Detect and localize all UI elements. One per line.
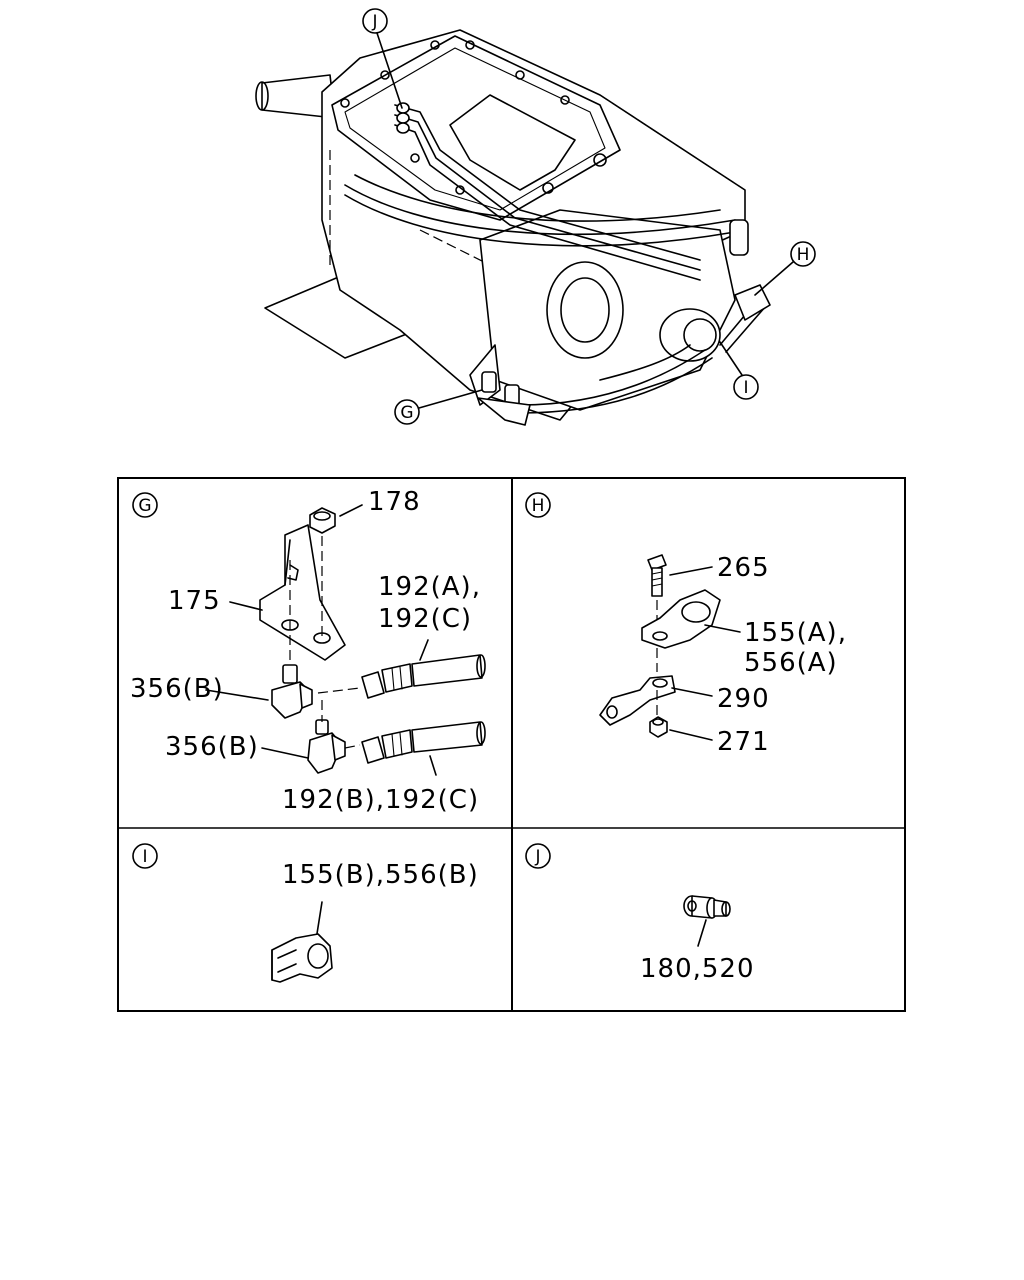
- label-192ac-a: 192(A),: [378, 572, 481, 602]
- fitting-356b-lower: [307, 719, 346, 774]
- hose-192-upper: [361, 654, 486, 699]
- inspection-cover: [449, 94, 576, 191]
- panel-g: G 178 175 192(A), 192(: [130, 487, 486, 815]
- fitting-356b-upper: [271, 664, 313, 719]
- clamp-155b: [271, 933, 333, 983]
- nut-271: [649, 716, 668, 738]
- callout-j: J: [362, 8, 403, 109]
- detail-panel-grid: [117, 477, 906, 1012]
- callout-i: I: [719, 341, 759, 400]
- bracket-290: [599, 675, 676, 726]
- transmission-overview-drawing: [255, 29, 771, 426]
- label-155a: 155(A),: [744, 618, 847, 648]
- label-192bc: 192(B),192(C): [282, 785, 479, 815]
- panel-i: I 155(B),556(B): [132, 843, 479, 983]
- callout-g: G: [394, 389, 483, 425]
- label-290: 290: [717, 684, 770, 714]
- callout-j-letter: J: [371, 12, 377, 32]
- label-192ac-b: 192(C): [378, 604, 472, 634]
- label-271: 271: [717, 727, 770, 757]
- label-178: 178: [368, 487, 421, 517]
- panel-i-tag: I: [142, 847, 147, 867]
- bolt-265: [647, 554, 667, 597]
- rear-round-cover: [546, 261, 624, 359]
- label-180-520: 180,520: [640, 954, 755, 984]
- label-356b-upper: 356(B): [130, 674, 224, 704]
- hose-192-lower: [361, 721, 486, 764]
- callout-h: H: [754, 241, 816, 296]
- panel-g-tag: G: [138, 496, 151, 516]
- panel-h: H 265 155(A), 556(A) 290: [525, 492, 847, 757]
- callout-i-letter: I: [743, 378, 748, 398]
- j-fittings: [396, 102, 410, 134]
- bracket-175: [259, 524, 346, 661]
- fitting-180-520: [683, 895, 731, 919]
- nut-178: [309, 507, 336, 534]
- label-265: 265: [717, 553, 770, 583]
- label-556a: 556(A): [744, 648, 838, 678]
- cover-bolts: [340, 40, 607, 195]
- panel-h-tag: H: [532, 496, 545, 516]
- label-175: 175: [168, 586, 221, 616]
- callout-h-letter: H: [797, 245, 810, 265]
- label-356b-lower: 356(B): [165, 732, 259, 762]
- h-clamp: [734, 284, 771, 321]
- panel-j-tag: J: [534, 847, 540, 867]
- actuator-dome: [659, 308, 721, 362]
- clamp-155a: [641, 589, 721, 649]
- callout-g-letter: G: [400, 403, 413, 423]
- panel-j: J 180,520: [525, 843, 755, 984]
- label-155b-556b: 155(B),556(B): [282, 860, 479, 890]
